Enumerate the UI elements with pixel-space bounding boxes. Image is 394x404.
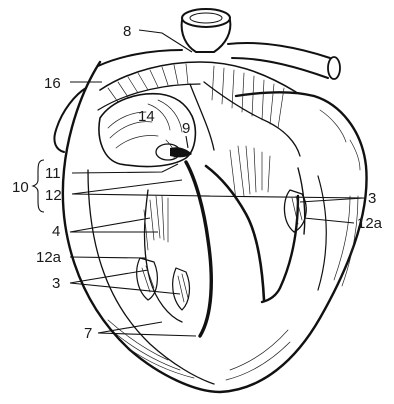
great-vessels	[54, 9, 340, 152]
label-12a-left: 12a	[36, 249, 62, 266]
right-ventricle-chordae	[137, 190, 190, 322]
label-3-right: 3	[368, 190, 376, 207]
label-8: 8	[123, 23, 131, 40]
label-12-left: 12	[45, 187, 62, 204]
heart-outer-wall	[63, 62, 367, 392]
right-atrium-interior	[99, 94, 195, 167]
label-3-left: 3	[52, 275, 60, 292]
label-14: 14	[138, 108, 155, 125]
left-ventricle-interior	[230, 146, 326, 302]
label-9: 9	[182, 120, 190, 137]
label-10: 10	[12, 179, 29, 196]
atrial-wall-hatching	[98, 62, 300, 156]
bracket-10	[33, 160, 44, 212]
label-12a-right: 12a	[357, 215, 383, 232]
label-7: 7	[84, 325, 92, 342]
interventricular-septum	[186, 162, 264, 336]
figure-labels: 8 16 14 9 10 11 12 3 12a 4 12a 3 7	[12, 23, 383, 342]
label-11: 11	[45, 165, 61, 182]
label-4: 4	[52, 223, 60, 240]
label-16: 16	[44, 75, 61, 92]
